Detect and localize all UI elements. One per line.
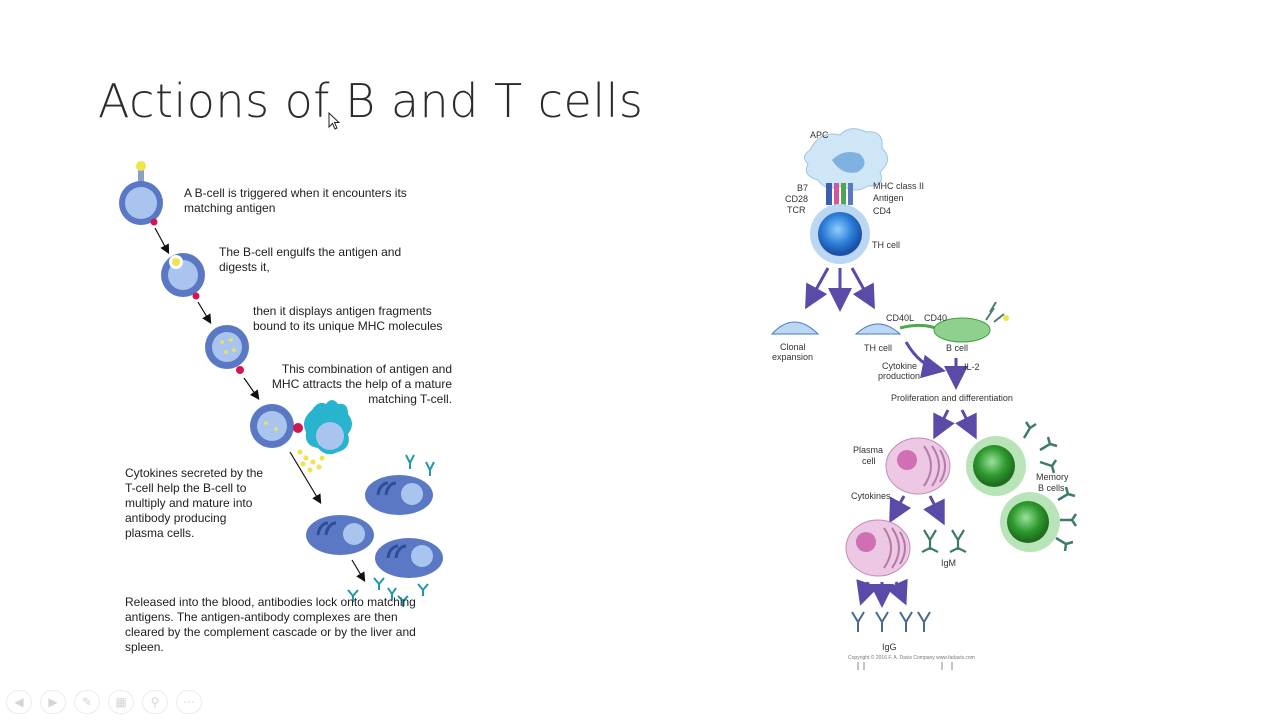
step5-text: Cytokines secreted by the T-cell help th… (125, 466, 264, 540)
b-cell-step1 (119, 161, 163, 226)
figure-footer-marks (857, 662, 953, 670)
b-t-cell-interaction (250, 400, 352, 473)
previous-slide-button[interactable]: ◀ (6, 690, 32, 714)
label-b7: B7 (797, 183, 809, 193)
expansion-arrows (805, 267, 875, 312)
step2-text: The B-cell engulfs the antigen and diges… (219, 245, 402, 274)
label-plasma: Plasma (853, 445, 884, 455)
label-b-cells: B cells (1038, 483, 1065, 493)
label-il2: IL-2 (964, 362, 980, 372)
plasma-cell-3 (375, 538, 443, 578)
label-cytokines: Cytokines (851, 491, 891, 501)
apc-cell (804, 128, 888, 191)
step4-text: This combination of antigen and MHC attr… (271, 362, 452, 406)
label-clonal: Clonal (780, 342, 806, 352)
memory-b-cells (966, 421, 1078, 552)
label-tcr: TCR (787, 205, 806, 215)
step6-text: Released into the blood, antibodies lock… (125, 595, 416, 654)
plasma-cell-2 (306, 515, 374, 555)
more-options-icon: ⋯ (183, 695, 195, 709)
previous-slide-icon: ◀ (14, 695, 24, 709)
th-cell (810, 204, 870, 264)
b-cell-step3 (205, 325, 249, 374)
slides-grid-icon: ▦ (115, 695, 127, 709)
plasma-cell-right (885, 437, 951, 495)
label-th-cell: TH cell (872, 240, 901, 250)
label-th-cell-2: TH cell (864, 343, 893, 353)
receptor-complex (826, 183, 853, 205)
zoom-button[interactable]: ⚲ (142, 690, 168, 714)
label-proliferation: Proliferation and differentiation (891, 393, 1013, 403)
slides-grid-button[interactable]: ▦ (108, 690, 134, 714)
antibodies-left (347, 454, 435, 607)
label-memory: Memory (1036, 472, 1069, 482)
label-cd28: CD28 (785, 194, 809, 204)
b-cell-step2 (161, 253, 205, 300)
label-b-cell: B cell (946, 343, 969, 353)
label-igg: IgG (882, 642, 897, 652)
igm-antibodies (921, 529, 967, 553)
label-antigen: Antigen (873, 193, 904, 203)
cytokine-arrows (856, 341, 977, 608)
more-options-button[interactable]: ⋯ (176, 690, 202, 714)
pen-icon: ✎ (81, 695, 93, 709)
next-slide-icon: ▶ (48, 695, 58, 709)
label-copyright: Copyright © 2016 F. A. Davis Company www… (848, 655, 975, 661)
plasma-cell-right-2 (845, 519, 911, 577)
step3-text: then it displays antigen fragments bound… (253, 304, 443, 333)
label-cd40: CD40 (924, 313, 948, 323)
label-cell: cell (862, 456, 876, 466)
label-igm: IgM (941, 558, 957, 568)
label-apc: APC (810, 130, 829, 140)
th-b-interaction (854, 301, 1009, 343)
next-slide-button[interactable]: ▶ (40, 690, 66, 714)
step1-text: A B-cell is triggered when it encounters… (184, 186, 407, 215)
clonal-cell (770, 321, 820, 335)
slide-title: Actions of B and T cells (98, 74, 644, 128)
label-mhc2: MHC class II (873, 181, 925, 191)
label-cytokine: Cytokine (882, 361, 918, 371)
label-production: production (878, 371, 921, 381)
igg-antibodies (851, 611, 931, 632)
label-cd40l: CD40L (886, 313, 915, 323)
label-expansion: expansion (772, 352, 814, 362)
pen-button[interactable]: ✎ (74, 690, 100, 714)
mouse-cursor-icon (328, 112, 341, 130)
slideshow-toolbar: ◀ ▶ ✎ ▦ ⚲ ⋯ (6, 690, 202, 714)
plasma-cell-1 (365, 475, 433, 515)
zoom-icon: ⚲ (150, 695, 160, 709)
label-cd4: CD4 (873, 206, 892, 216)
